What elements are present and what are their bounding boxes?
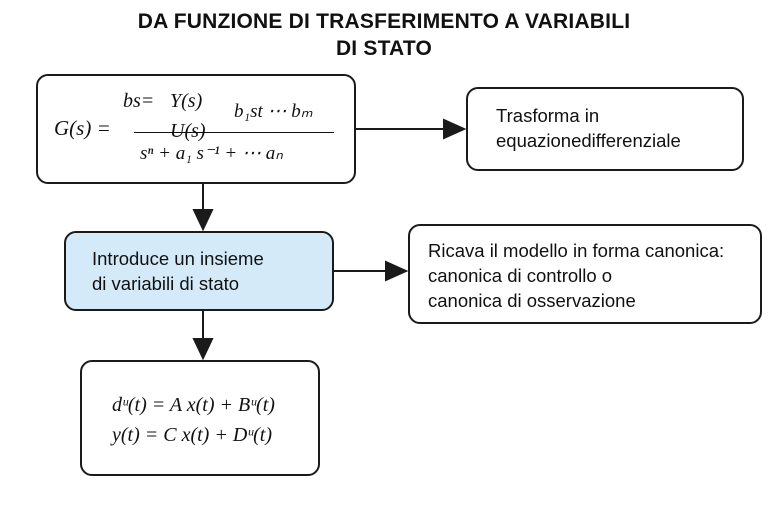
arrowhead-formula-to-transform [443,118,467,140]
introduce-line-2: di variabili di stato [92,273,240,294]
diagram-title: DA FUNZIONE DI TRASFERIMENTO A VARIABILI… [0,8,768,62]
transform-box: Trasforma in equazionedifferenziale [466,87,744,171]
state-equation-1: dᵘ(t) = A x(t) + Bᵘ(t) [112,394,275,416]
canonical-form-box: Ricava il modello in forma canonica: can… [408,224,762,324]
formula-fraction-bar [134,132,334,133]
title-line-1: DA FUNZIONE DI TRASFERIMENTO A VARIABILI [137,10,631,33]
formula-denominator: sⁿ + a₁ s⁻¹ + ⋯ aₙ [140,143,283,164]
formula-numerator-right: b₁st ⋯ bₘ [234,101,313,122]
transfer-function-box: G(s) = bs= Y(s) U(s) b₁st ⋯ bₘ sⁿ + a₁ s… [36,74,356,184]
introduce-line-1: Introduce un insieme [92,248,264,269]
output-equation: y(t) = C x(t) + Dᵘ(t) [112,424,273,446]
formula-ratio-top: Y(s) [170,90,203,112]
transform-line-1: Trasforma in [496,105,600,126]
arrowhead-introduce-to-canonical [385,260,409,282]
formula-lhs: G(s) = [54,116,111,140]
formula-numerator-left: bs= [123,90,155,112]
arrowhead-formula-to-introduce [192,209,214,232]
arrowhead-introduce-to-state [192,338,214,361]
introduce-state-variables-box: Introduce un insieme di variabili di sta… [64,231,334,311]
state-equations-box: dᵘ(t) = A x(t) + Bᵘ(t) y(t) = C x(t) + D… [80,360,320,476]
formula-ratio-bottom: U(s) [170,120,206,142]
title-line-2: DI STATO [335,37,433,60]
canonical-line-1: Ricava il modello in forma canonica: [428,240,725,261]
transform-line-2: equazionedifferenziale [496,130,681,151]
canonical-line-3: canonica di osservazione [428,290,636,311]
canonical-line-2: canonica di controllo o [428,265,613,286]
